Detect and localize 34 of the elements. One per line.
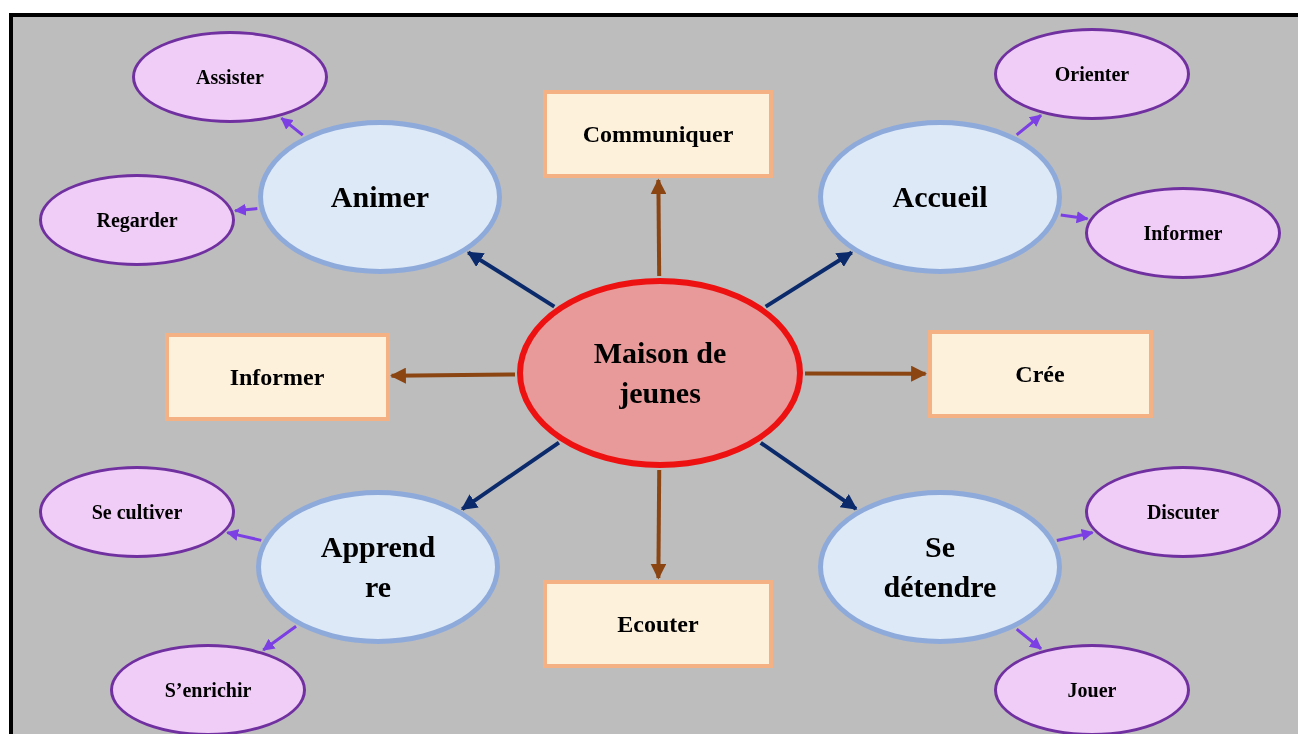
node-label: Maison de jeunes (592, 334, 728, 411)
node-label: Informer (229, 362, 325, 392)
node-label: Jouer (1067, 677, 1117, 703)
arrow (280, 117, 304, 137)
arrow (1060, 211, 1089, 224)
arrow (650, 178, 667, 277)
arrow (262, 625, 297, 652)
action-box (543, 90, 773, 178)
node-label: Assister (196, 64, 264, 90)
action-box (543, 580, 773, 668)
node-label: Orienter (1054, 61, 1130, 87)
node-label: Discuter (1146, 499, 1220, 525)
node-label: Regarder (96, 207, 178, 234)
node-label: Accueil (892, 178, 988, 215)
arrow (460, 440, 561, 511)
node-label: S’enrichir (164, 677, 252, 703)
node-label: Se cultiver (91, 499, 183, 525)
arrow (650, 469, 667, 580)
node-label: Crée (1015, 359, 1065, 389)
arrow (764, 250, 854, 309)
node-label: Informer (1143, 220, 1223, 246)
node-label: Apprend re (319, 528, 437, 605)
node-label: Communiquer (582, 119, 734, 149)
node-label: Animer (330, 178, 430, 215)
arrow (466, 250, 556, 309)
arrow (759, 441, 858, 511)
action-box (164, 333, 390, 421)
arrow (1015, 627, 1042, 650)
node-label: Se détendre (882, 528, 998, 605)
arrow (1015, 114, 1042, 137)
action-box (927, 330, 1153, 418)
node-label: Ecouter (617, 609, 699, 639)
arrow (805, 365, 928, 382)
arrow (389, 367, 516, 384)
